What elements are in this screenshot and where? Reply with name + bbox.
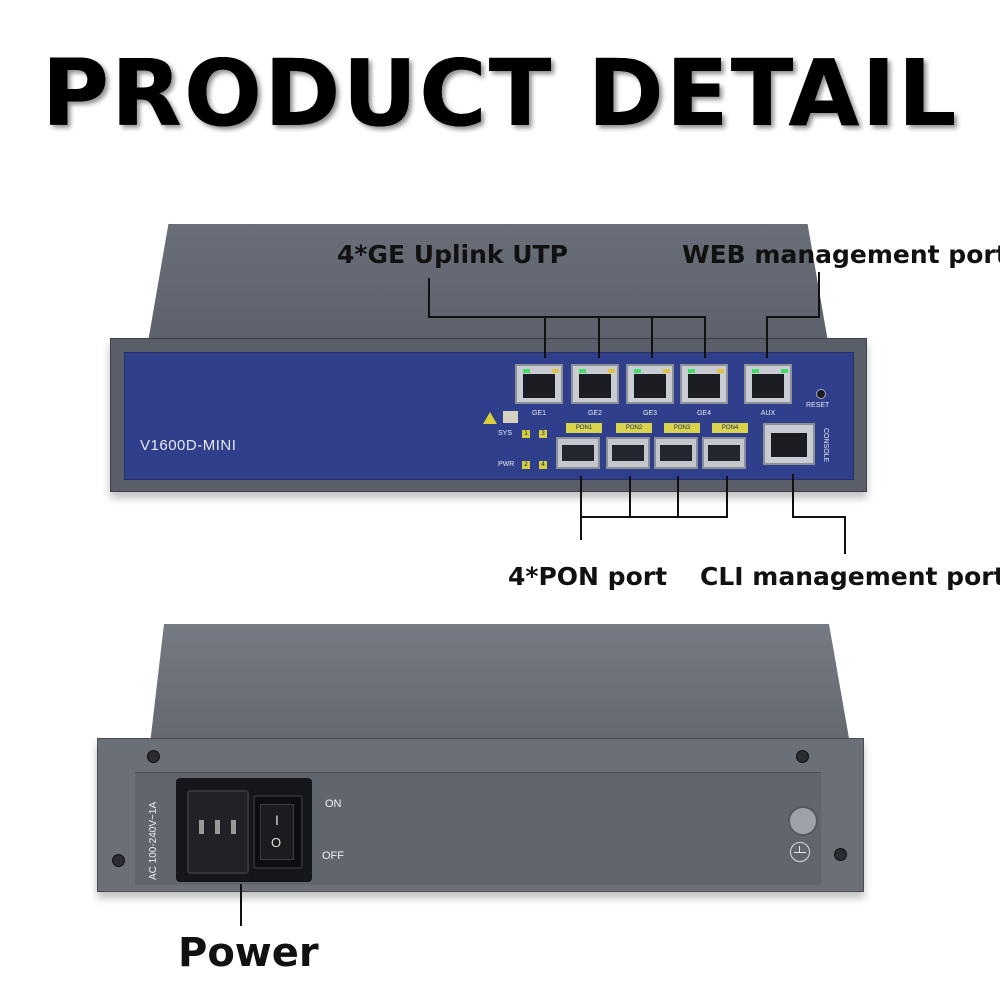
switch-on-mark: I bbox=[275, 812, 279, 828]
led-1: 1 bbox=[522, 430, 530, 438]
cli-leader-down bbox=[792, 474, 794, 518]
screw-bottom-right bbox=[834, 848, 847, 861]
console-port bbox=[763, 423, 815, 465]
ge4-label: GE4 bbox=[696, 410, 711, 417]
aux-label: AUX bbox=[760, 410, 776, 417]
web-leader-down bbox=[766, 316, 768, 358]
reset-button-hole bbox=[816, 389, 826, 399]
uplink-leader bbox=[428, 278, 430, 318]
front-device-top-cover bbox=[148, 224, 828, 342]
laser-sticker bbox=[503, 411, 518, 423]
pon3-port bbox=[654, 437, 698, 469]
aux-port bbox=[744, 364, 792, 404]
led-2: 2 bbox=[522, 461, 530, 469]
switch-off-mark: O bbox=[271, 835, 282, 850]
off-label: OFF bbox=[322, 850, 344, 862]
web-callout: WEB management port bbox=[682, 240, 1000, 269]
web-leader-horizontal bbox=[766, 316, 820, 318]
warning-icon bbox=[483, 412, 497, 424]
uplink-callout: 4*GE Uplink UTP bbox=[337, 240, 568, 269]
page-title: PRODUCT DETAIL bbox=[41, 40, 959, 147]
pon3-label: PON3 bbox=[664, 423, 700, 433]
model-label: V1600D-MINI bbox=[140, 437, 237, 454]
web-leader-up bbox=[818, 272, 820, 318]
screw-bottom-left bbox=[112, 854, 125, 867]
pon1-leader bbox=[580, 476, 582, 540]
reset-label: RESET bbox=[806, 402, 830, 409]
cli-callout: CLI management port bbox=[700, 562, 1000, 591]
ground-symbol-icon bbox=[790, 842, 810, 862]
ge2-leader bbox=[598, 316, 600, 358]
ground-screw bbox=[788, 806, 818, 836]
cli-leader-end bbox=[844, 516, 846, 554]
pon4-port bbox=[702, 437, 746, 469]
on-label: ON bbox=[325, 798, 342, 810]
uplink-bracket bbox=[428, 316, 706, 318]
cli-leader-horizontal bbox=[792, 516, 846, 518]
pon-bracket bbox=[580, 516, 728, 518]
pon-callout: 4*PON port bbox=[508, 562, 668, 591]
screw-top-left bbox=[147, 750, 160, 763]
ge4-leader bbox=[704, 316, 706, 358]
pon3-leader bbox=[677, 476, 679, 518]
screw-top-right bbox=[796, 750, 809, 763]
pwr-label: PWR bbox=[498, 461, 515, 468]
console-label: CONSOLE bbox=[822, 428, 829, 463]
led-3: 3 bbox=[539, 430, 547, 438]
rocker[interactable]: I O bbox=[260, 804, 294, 860]
ge2-label: GE2 bbox=[587, 410, 602, 417]
ge1-label: GE1 bbox=[531, 410, 546, 417]
ge4-port bbox=[680, 364, 728, 404]
ge3-label: GE3 bbox=[642, 410, 657, 417]
sys-label: SYS bbox=[498, 430, 513, 437]
pon1-label: PON1 bbox=[566, 423, 602, 433]
power-callout: Power bbox=[178, 930, 319, 976]
pon1-port bbox=[556, 437, 600, 469]
pon2-leader bbox=[629, 476, 631, 518]
pon4-leader bbox=[726, 476, 728, 518]
voltage-label: AC 100-240V~1A bbox=[148, 801, 159, 880]
ge3-leader bbox=[651, 316, 653, 358]
ge1-port bbox=[515, 364, 563, 404]
ge1-leader bbox=[544, 316, 546, 358]
rear-device-top-cover bbox=[150, 624, 850, 744]
pon2-label: PON2 bbox=[616, 423, 652, 433]
led-4: 4 bbox=[539, 461, 547, 469]
ge3-port bbox=[626, 364, 674, 404]
power-leader bbox=[240, 884, 242, 926]
power-inlet bbox=[187, 790, 249, 874]
pon4-label: PON4 bbox=[712, 423, 748, 433]
pon2-port bbox=[606, 437, 650, 469]
ge2-port bbox=[571, 364, 619, 404]
